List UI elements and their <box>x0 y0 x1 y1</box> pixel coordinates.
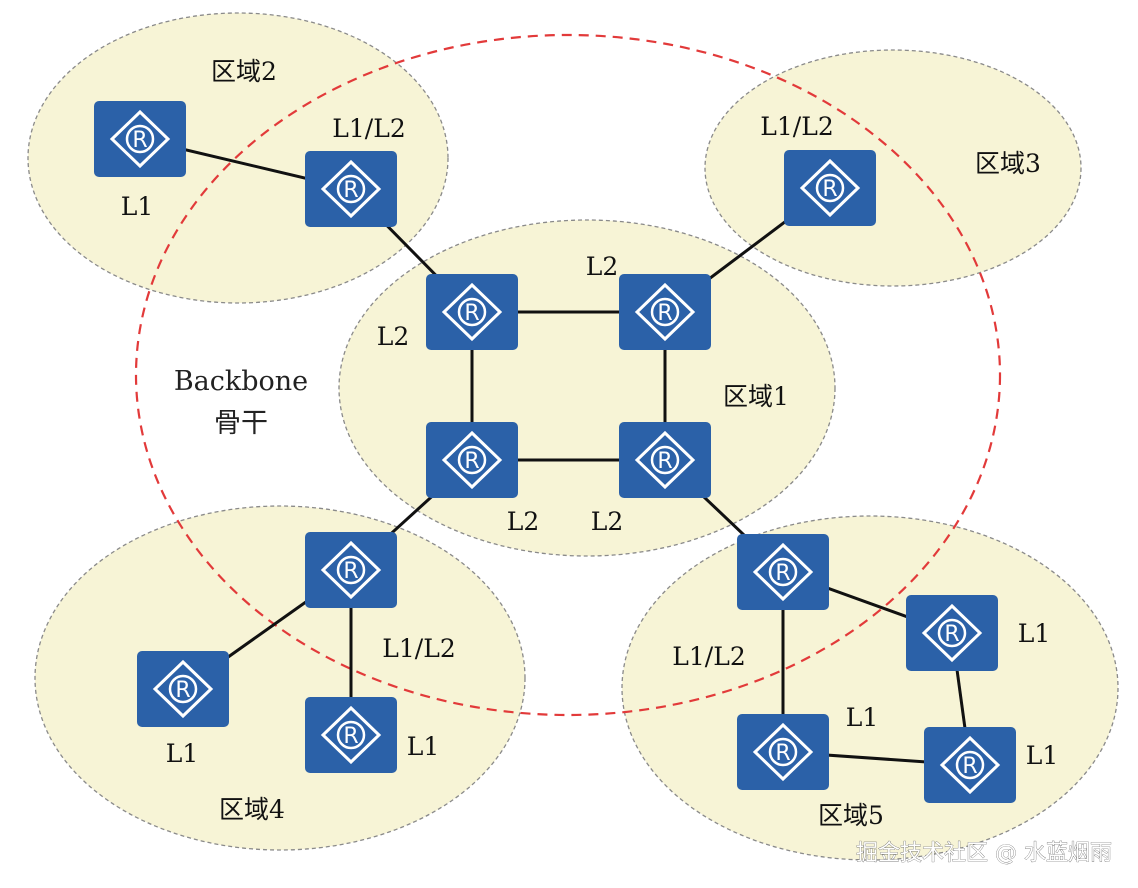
router-body <box>906 595 998 671</box>
router-glyph: R <box>822 177 837 202</box>
backbone-boundary <box>134 33 1002 717</box>
router-a2-l1l2: R <box>305 151 397 227</box>
router-a1-tl: R <box>426 274 518 350</box>
router-label-a5-l1-right-top: L1 <box>1018 619 1051 648</box>
router-diamond-icon <box>441 430 503 490</box>
router-glyph: R <box>657 301 672 326</box>
router-circle-icon <box>457 297 487 327</box>
router-body <box>305 532 397 608</box>
router-circle-icon <box>336 720 366 750</box>
router-circle-icon <box>650 445 680 475</box>
area-4-region <box>34 505 526 851</box>
router-diamond-icon <box>152 659 214 719</box>
router-glyph: R <box>464 301 479 326</box>
router-label-a4-l1l2: L1/L2 <box>382 634 455 663</box>
router-label-a1-tr: L2 <box>586 252 619 281</box>
routers: R R R R R R R R R R R R R R <box>94 101 1016 803</box>
watermark: 掘金技术社区 @ 水蓝烟雨 <box>856 841 1112 866</box>
router-glyph: R <box>175 678 190 703</box>
router-label-a5-l1l2: L1/L2 <box>672 642 745 671</box>
router-circle-icon <box>815 173 845 203</box>
router-a2-l1: R <box>94 101 186 177</box>
router-label-a5-l1-bottom-right: L1 <box>1026 741 1059 770</box>
router-body <box>137 651 229 727</box>
router-body <box>619 274 711 350</box>
router-diamond-icon <box>921 603 983 663</box>
area-1-label: 区域1 <box>723 382 789 411</box>
router-circle-icon <box>336 555 366 585</box>
area-3-label: 区域3 <box>975 149 1041 178</box>
router-a4-l1l2: R <box>305 532 397 608</box>
router-body <box>924 727 1016 803</box>
router-a5-l1-bottom-right: R <box>924 727 1016 803</box>
router-label-a2-l1: L1 <box>121 192 154 221</box>
router-body <box>784 150 876 226</box>
router-circle-icon <box>125 124 155 154</box>
router-label-a5-l1-bottom-left: L1 <box>846 703 879 732</box>
router-a4-l1-left: R <box>137 651 229 727</box>
router-a5-l1l2: R <box>737 534 829 610</box>
router-circle-icon <box>457 445 487 475</box>
router-glyph: R <box>775 561 790 586</box>
router-diamond-icon <box>320 540 382 600</box>
router-glyph: R <box>944 622 959 647</box>
router-label-a1-bl: L2 <box>507 507 540 536</box>
router-body <box>426 422 518 498</box>
router-diamond-icon <box>634 430 696 490</box>
router-glyph: R <box>343 178 358 203</box>
router-diamond-icon <box>441 282 503 342</box>
router-glyph: R <box>464 449 479 474</box>
router-a1-bl: R <box>426 422 518 498</box>
router-a5-l1-right-top: R <box>906 595 998 671</box>
area-3-region <box>704 49 1082 287</box>
router-label-a1-br: L2 <box>591 507 624 536</box>
router-diamond-icon <box>752 542 814 602</box>
router-body <box>94 101 186 177</box>
area-2-region <box>27 12 449 304</box>
backbone-label: Backbone <box>174 366 308 397</box>
router-body <box>737 714 829 790</box>
router-diamond-icon <box>109 109 171 169</box>
router-circle-icon <box>937 618 967 648</box>
router-glyph: R <box>657 449 672 474</box>
router-a1-br: R <box>619 422 711 498</box>
router-body <box>737 534 829 610</box>
router-body <box>426 274 518 350</box>
router-circle-icon <box>768 557 798 587</box>
router-circle-icon <box>955 750 985 780</box>
router-glyph: R <box>343 559 358 584</box>
router-a5-l1-bottom-left: R <box>737 714 829 790</box>
area-4-label: 区域4 <box>219 795 285 824</box>
router-label-a4-l1-left: L1 <box>166 739 199 768</box>
router-circle-icon <box>168 674 198 704</box>
router-body <box>305 151 397 227</box>
router-label-a1-tl: L2 <box>377 322 410 351</box>
router-diamond-icon <box>320 159 382 219</box>
area-5-label: 区域5 <box>818 801 884 830</box>
router-glyph: R <box>343 724 358 749</box>
router-body <box>619 422 711 498</box>
router-diamond-icon <box>799 158 861 218</box>
router-circle-icon <box>336 174 366 204</box>
router-label-a3-l1l2: L1/L2 <box>760 112 833 141</box>
router-diamond-icon <box>320 705 382 765</box>
router-label-a2-l1l2: L1/L2 <box>332 114 405 143</box>
router-glyph: R <box>132 128 147 153</box>
router-glyph: R <box>962 754 977 779</box>
router-a3-l1l2: R <box>784 150 876 226</box>
router-diamond-icon <box>939 735 1001 795</box>
router-a1-tr: R <box>619 274 711 350</box>
router-circle-icon <box>650 297 680 327</box>
router-diamond-icon <box>752 722 814 782</box>
backbone-label-zh: 骨干 <box>214 408 268 439</box>
router-diamond-icon <box>634 282 696 342</box>
area-2-label: 区域2 <box>211 57 277 86</box>
router-label-a4-l1-right: L1 <box>407 732 440 761</box>
router-circle-icon <box>768 737 798 767</box>
router-body <box>305 697 397 773</box>
router-a4-l1-right: R <box>305 697 397 773</box>
router-glyph: R <box>775 741 790 766</box>
